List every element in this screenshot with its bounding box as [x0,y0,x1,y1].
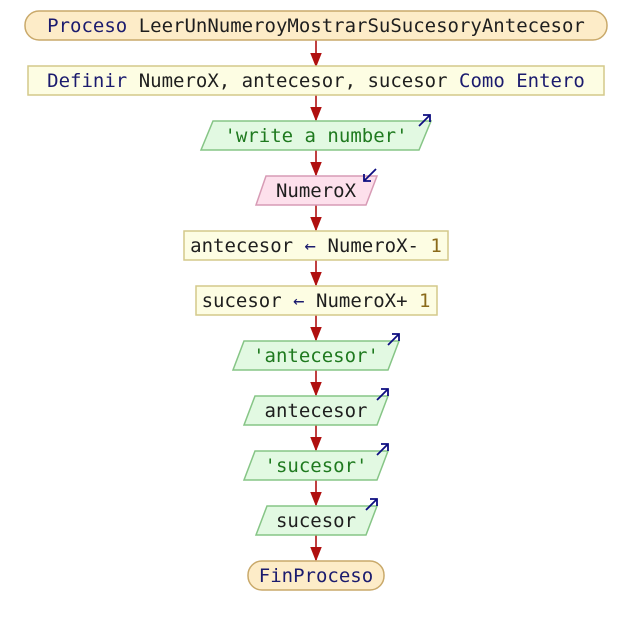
output-arrow-icon [376,388,389,401]
define-vars: NumeroX, antecesor, sucesor [139,70,448,92]
input-arrow-icon [363,168,377,182]
input-text-1: NumeroX [276,180,357,202]
output-arrow-icon [387,333,400,346]
assign-node-1: antecesor ← NumeroX- 1 [183,230,449,261]
process-name: LeerUnNumeroyMostrarSuSucesoryAntecesor [139,15,585,37]
start-keyword: Proceso [47,15,127,37]
svg-text:sucesor ←: sucesor ← NumeroX+ 1 [202,290,431,312]
output-text-4: 'sucesor' [265,455,368,477]
svg-text:Definir NumeroX,: Definir NumeroX, antecesor, sucesor Como… [47,70,585,92]
svg-text:antecesor ←: antecesor ← NumeroX- 1 [190,235,442,257]
output-arrow-icon [418,114,431,127]
output-text-3: antecesor [265,400,368,422]
assign-arrow-1: ← [305,235,316,257]
output-text-1: 'write a number' [224,125,407,147]
output-text-5: sucesor [276,510,356,532]
output-node-1: 'write a number' [199,114,433,151]
assign-num-1: 1 [430,235,441,257]
end-node: FinProceso [247,560,385,591]
output-node-4: 'sucesor' [242,443,390,481]
start-node: Proceso LeerUnNumeroyMostrarSuSucesoryAn… [24,10,608,41]
assign-target-2: sucesor [202,290,282,312]
assign-node-2: sucesor ← NumeroX+ 1 [195,285,438,316]
define-keyword: Definir [47,70,127,92]
svg-text:Proceso LeerUnNu: Proceso LeerUnNumeroyMostrarSuSucesoryAn… [47,15,585,37]
assign-num-2: 1 [419,290,430,312]
output-node-5: sucesor [254,498,379,536]
define-node: Definir NumeroX, antecesor, sucesor Como… [27,65,605,96]
end-text: FinProceso [259,565,373,587]
output-node-3: antecesor [242,388,390,426]
output-arrow-icon [365,498,378,511]
assign-arrow-2: ← [293,290,304,312]
assign-expr-2: NumeroX+ [316,290,408,312]
define-type: Como Entero [459,70,585,92]
assign-expr-1: NumeroX- [327,235,419,257]
input-node-1: NumeroX [254,168,379,206]
output-text-2: 'antecesor' [253,345,379,367]
assign-target-1: antecesor [190,235,293,257]
output-arrow-icon [376,443,389,456]
output-node-2: 'antecesor' [231,333,401,371]
